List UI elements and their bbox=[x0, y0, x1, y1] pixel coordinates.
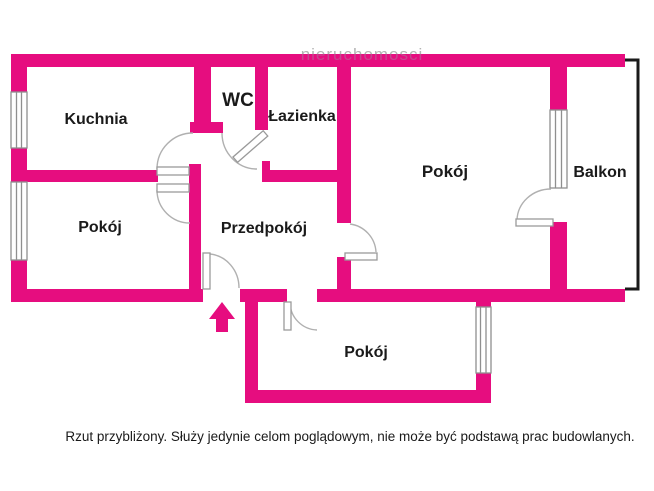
door-arc-kuchnia bbox=[156, 132, 194, 170]
door-arc-pokoj-bottom bbox=[289, 302, 318, 331]
room-label-pokoj-top: Pokój bbox=[422, 162, 468, 181]
wall-balkon-lower bbox=[550, 222, 567, 302]
wall-pokoj3-left bbox=[245, 302, 258, 403]
wall-bottom-mid bbox=[240, 289, 287, 302]
wall-left-upper bbox=[11, 54, 27, 92]
wall-pokoj3-bottom bbox=[245, 390, 491, 403]
wall-wc-foot bbox=[190, 122, 223, 133]
wall-pokoj3-right-lower bbox=[476, 373, 491, 403]
window-balkon bbox=[549, 109, 568, 189]
watermark-text-on-wall: nieruchomosci bbox=[301, 45, 424, 64]
door-leaf-entrance bbox=[202, 252, 211, 290]
room-label-pokoj-bottom: Pokój bbox=[344, 344, 388, 361]
disclaimer-text: Rzut przybliżony. Służy jedynie celom po… bbox=[65, 429, 634, 444]
door-arc-entrance bbox=[209, 253, 240, 289]
wall-bottom-right bbox=[317, 289, 625, 302]
window-pokoj-left bbox=[10, 181, 28, 261]
wall-pokojleft-hall bbox=[189, 164, 201, 289]
door-leaf-wc-diagonal bbox=[232, 129, 269, 164]
wall-top bbox=[11, 54, 625, 67]
window-pokoj-bottom bbox=[475, 306, 492, 374]
wall-lazienka-bottom bbox=[262, 170, 337, 182]
door-leaves-group bbox=[156, 129, 554, 331]
wall-balkon-upper bbox=[550, 67, 567, 110]
room-label-lazienka: Łazienka bbox=[268, 108, 336, 125]
wall-bottom-left bbox=[11, 289, 203, 302]
wall-lazienka-nub bbox=[262, 161, 270, 171]
door-leaf-pokoj-bottom bbox=[283, 301, 292, 331]
wall-pokoj3-right-nub bbox=[476, 302, 491, 309]
door-leaf-balkon bbox=[515, 218, 554, 227]
wall-hall-pokoj-upper bbox=[337, 67, 351, 223]
wall-hall-pokoj-stub bbox=[337, 257, 351, 289]
entrance-arrow-icon bbox=[209, 302, 235, 332]
wall-kuchnia-pokoj-divider bbox=[27, 170, 158, 182]
door-arc-wc bbox=[221, 132, 258, 170]
wall-wc-lazienka bbox=[255, 67, 268, 130]
door-arc-pokoj-top bbox=[349, 223, 377, 253]
room-label-wc: WC bbox=[222, 90, 254, 111]
walls-group bbox=[11, 54, 625, 403]
door-arcs-group bbox=[156, 132, 552, 331]
wall-kuchnia-wc bbox=[194, 67, 211, 122]
door-leaf-pokoj-top bbox=[344, 252, 378, 261]
door-leaf-kuchnia bbox=[156, 166, 190, 176]
windows-group bbox=[10, 91, 568, 374]
balcony-outline bbox=[625, 58, 640, 291]
room-label-balkon: Balkon bbox=[573, 164, 626, 181]
window-kuchnia bbox=[10, 91, 28, 149]
room-label-przedpokoj: Przedpokój bbox=[221, 220, 307, 237]
door-leaf-pokoj-left bbox=[156, 183, 190, 193]
door-arc-balkon bbox=[516, 188, 552, 221]
room-label-kuchnia: Kuchnia bbox=[64, 111, 127, 128]
room-label-pokoj-left: Pokój bbox=[78, 219, 122, 236]
door-arc-pokoj-left bbox=[156, 189, 191, 224]
wall-left-mid bbox=[11, 148, 27, 182]
